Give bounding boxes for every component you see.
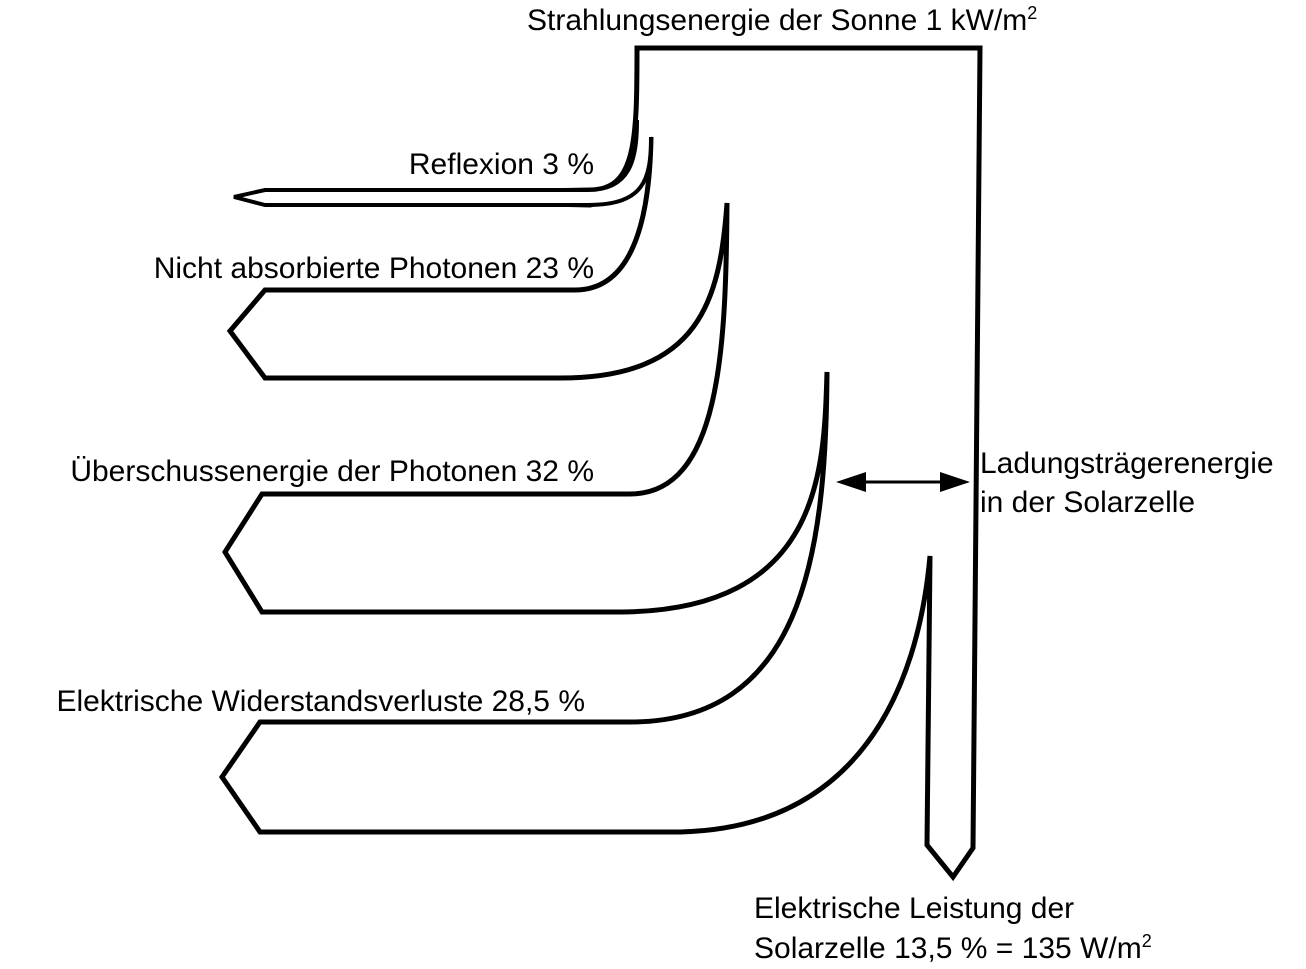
width-marker-label-line2: in der Solarzelle <box>980 486 1195 519</box>
reflexion-arrow <box>233 119 653 207</box>
left-arrowhead-icon <box>836 472 866 492</box>
output-label-line1: Elektrische Leistung der <box>754 892 1074 925</box>
loss-label-widerstand: Elektrische Widerstandsverluste 28,5 % <box>56 685 585 718</box>
output-label-line2: Solarzelle 13,5 % = 135 W/m2 <box>754 931 1152 965</box>
output-superscript: 2 <box>1142 931 1152 951</box>
right-arrowhead-icon <box>940 472 970 492</box>
source-label: Strahlungsenergie der Sonne 1 kW/m2 <box>527 3 1037 37</box>
loss-label-ueberschuss: Überschussenergie der Photonen 32 % <box>70 455 594 488</box>
loss-label-nicht-absorbiert: Nicht absorbierte Photonen 23 % <box>154 252 594 285</box>
width-marker-label-line1: Ladungsträgerenergie <box>980 447 1274 480</box>
loss-label-reflexion: Reflexion 3 % <box>409 148 594 181</box>
source-superscript: 2 <box>1027 3 1037 23</box>
